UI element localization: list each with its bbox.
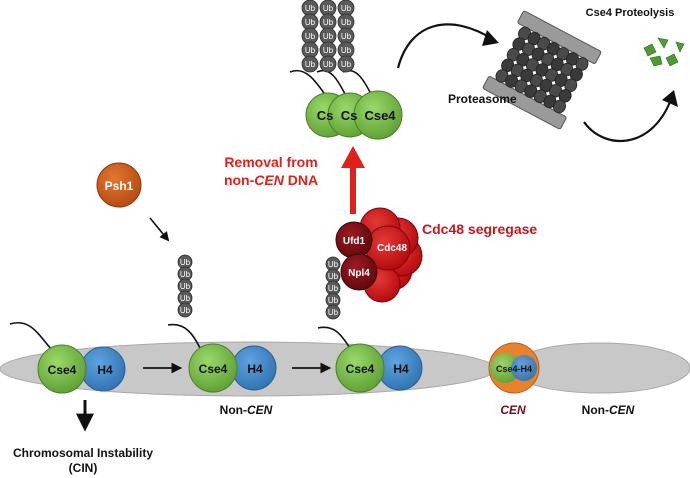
non-cen-label: Non-CEN — [220, 403, 273, 417]
npl4-label: Npl4 — [348, 268, 370, 279]
psh1-label: Psh1 — [105, 179, 134, 193]
cse4-tail — [289, 69, 327, 97]
ubiquitin-bead — [301, 55, 319, 73]
ub-label: Ub — [180, 270, 191, 279]
ufd1-label: Ufd1 — [343, 236, 366, 247]
cycle-arrow-bottom-head — [662, 90, 678, 107]
ubiquitin-bead — [177, 302, 193, 318]
ub-label: Ub — [180, 258, 191, 267]
ubiquitin-bead — [337, 55, 355, 73]
proteasome-icon — [482, 10, 602, 130]
cse4-histone — [335, 343, 385, 393]
psh1-arrow — [149, 217, 170, 242]
proteasome-label: Proteasome — [448, 92, 517, 106]
non-cen-label: Non-CEN — [582, 403, 635, 417]
ub-label: Ub — [323, 46, 334, 55]
ub-label: Ub — [341, 18, 352, 27]
ub-label: Ub — [341, 46, 352, 55]
ub-label: Ub — [305, 32, 316, 41]
ub-label: Ub — [323, 4, 334, 13]
ub-label: Ub — [328, 260, 339, 269]
cin-label-line1: Chromosomal Instability — [13, 446, 153, 460]
peptide-fragment — [675, 41, 685, 53]
peptide-fragment — [649, 55, 663, 67]
ubiquitin-bead — [325, 304, 341, 320]
cse4-tail — [167, 323, 201, 349]
proteasome-subunit — [553, 99, 566, 114]
cse4-proteolysis-label: Cse4 Proteolysis — [586, 7, 675, 19]
cs-label: Cs — [317, 108, 334, 123]
cdc48-complex: Cdc48 Ufd1 Npl4 — [335, 207, 423, 303]
ub-label: Ub — [323, 60, 334, 69]
cse4-label: Cse4 — [364, 108, 396, 123]
h4-label: H4 — [393, 362, 409, 376]
cse4-label: Cse4 — [346, 362, 375, 376]
cdc48-label: Cdc48 — [377, 243, 407, 254]
ub-label: Ub — [341, 4, 352, 13]
cs-label: Cs — [341, 108, 358, 123]
removal-label-line1: Removal from — [224, 154, 317, 170]
cse4-label: Cse4 — [48, 363, 77, 377]
cse4-tail — [317, 326, 351, 349]
ub-label: Ub — [180, 306, 191, 315]
npl4-subunit — [340, 253, 378, 291]
ub-label: Ub — [305, 18, 316, 27]
cse4-histone — [37, 344, 87, 394]
proteasome-core — [495, 26, 589, 114]
h4-label: H4 — [247, 362, 263, 376]
ub-label: Ub — [328, 308, 339, 317]
ubiquitin-bead — [319, 55, 337, 73]
ub-label: Ub — [341, 32, 352, 41]
ub-label: Ub — [328, 296, 339, 305]
removal-label-line2: non-CEN DNA — [224, 172, 318, 188]
cin-label-line2: (CIN) — [69, 461, 98, 475]
ub-label: Ub — [341, 60, 352, 69]
cse4-cen — [490, 353, 520, 383]
cse4-histone — [188, 343, 238, 393]
cse4-tail — [316, 69, 347, 97]
peptide-fragment — [657, 37, 669, 49]
cycle-arrow-top — [396, 23, 495, 69]
removal-arrowhead — [341, 146, 365, 168]
cse4-tail — [9, 321, 53, 351]
peptide-fragment — [665, 53, 679, 67]
cse4-tail — [342, 69, 373, 97]
ub-label: Ub — [328, 284, 339, 293]
peptide-fragment — [643, 43, 657, 57]
ub-label: Ub — [323, 32, 334, 41]
ub-label: Ub — [328, 272, 339, 281]
ub-label: Ub — [305, 46, 316, 55]
h4-cen — [511, 355, 537, 381]
h4-label: H4 — [97, 363, 113, 377]
ub-label: Ub — [305, 4, 316, 13]
ub-label: Ub — [305, 60, 316, 69]
cse4-fragments — [643, 37, 685, 67]
cycle-arrow-bottom — [583, 101, 672, 143]
ub-label: Ub — [180, 294, 191, 303]
cen-label: CEN — [500, 403, 526, 417]
cdc48-segregase-label: Cdc48 segregase — [422, 221, 537, 237]
ub-label: Ub — [180, 282, 191, 291]
ub-label: Ub — [323, 18, 334, 27]
cse4-histone — [353, 90, 403, 140]
cycle-arrow-top-head — [482, 30, 499, 46]
cse4-h4-label: Cse4-H4 — [496, 364, 532, 374]
psh1-enzyme — [96, 162, 142, 208]
cse4-label: Cse4 — [199, 362, 228, 376]
